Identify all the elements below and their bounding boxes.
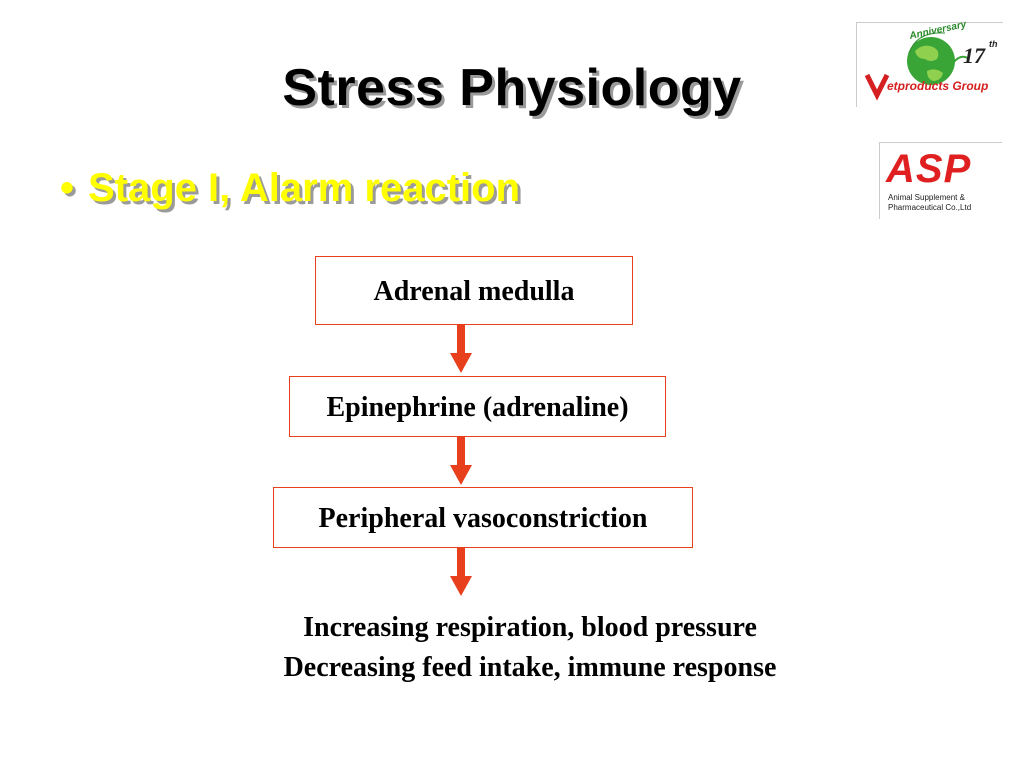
flow-arrow-3 (450, 548, 472, 596)
bullet-dot: • (60, 166, 75, 210)
vetproducts-logo: Anniversary 17 th etproducts Group (856, 19, 1003, 107)
asp-line1: Animal Supplement & (888, 193, 965, 202)
slide-title: Stress Physiology (282, 59, 742, 117)
bullet-point: • Stage I, Alarm reaction (60, 166, 520, 211)
anniversary-number: 17 (963, 43, 985, 68)
anniversary-suffix: th (989, 39, 998, 49)
asp-logo: ASP Animal Supplement & Pharmaceutical C… (879, 142, 1002, 219)
globe-icon (864, 32, 970, 101)
flow-step-adrenal-medulla: Adrenal medulla (315, 256, 633, 325)
flow-arrow-2 (450, 437, 472, 485)
flow-step-epinephrine: Epinephrine (adrenaline) (289, 376, 666, 437)
flow-step-vasoconstriction: Peripheral vasoconstriction (273, 487, 693, 548)
outcome-increasing: Increasing respiration, blood pressure (303, 612, 757, 643)
vetproducts-brand: etproducts Group (887, 79, 989, 93)
flow-arrow-1 (450, 325, 472, 373)
bullet-text: Stage I, Alarm reaction (88, 166, 521, 210)
asp-line2: Pharmaceutical Co.,Ltd (888, 203, 972, 212)
outcome-decreasing: Decreasing feed intake, immune response (283, 652, 777, 683)
asp-brand: ASP (886, 147, 972, 191)
